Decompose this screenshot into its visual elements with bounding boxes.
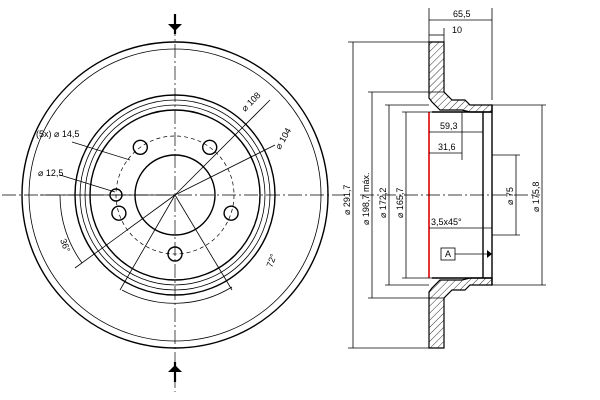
arc-72 (121, 286, 233, 304)
leader-108 (174, 99, 271, 196)
bolt-hole (111, 205, 127, 221)
leader-125 (59, 174, 116, 193)
label-pcd-104: ⌀ 104 (273, 126, 293, 151)
bolt-holes (111, 139, 239, 262)
label-d291: ⌀ 291,7 (342, 185, 352, 215)
label-d75: ⌀ 75 (505, 187, 515, 205)
section-flange-bottom (428, 277, 493, 349)
label-flange: 10 (452, 25, 462, 35)
label-d172: ⌀ 172,2 (378, 188, 388, 218)
label-chamfer: 3,5x45° (431, 217, 462, 227)
angle-line-36-b (74, 194, 176, 269)
arc-36 (59, 194, 83, 264)
label-depth-31: 31,6 (438, 142, 456, 152)
bolt-hole (167, 246, 183, 262)
label-d198: ⌀ 198,7 máx. (361, 173, 371, 225)
label-pcd-108: ⌀ 108 (239, 90, 262, 113)
label-d175: ⌀ 175,8 (531, 182, 541, 212)
label-d165: ⌀ 165,7 (395, 188, 405, 218)
angle-line-72-b (119, 194, 176, 291)
datum-triangle-icon (487, 250, 492, 258)
section-view: 65,5 10 59,3 31,6 3,5x45° A (342, 8, 546, 349)
label-small-hole: ⌀ 12,5 (38, 168, 63, 178)
section-flange-top (428, 41, 493, 113)
leader-145 (71, 141, 131, 161)
label-thickness: 65,5 (453, 9, 471, 19)
label-bolt-holes: (5x) ⌀ 14,5 (36, 129, 79, 139)
bolt-hole (223, 205, 239, 221)
bolt-hole (132, 139, 149, 156)
disc-inner-ring (28, 48, 322, 342)
label-angle-72: 72° (264, 252, 278, 269)
angle-line-72-a (174, 194, 233, 291)
front-view: (5x) ⌀ 14,5 ⌀ 12,5 36° 72° ⌀ 108 ⌀ 104 (2, 14, 345, 392)
label-datum: A (445, 249, 451, 259)
label-depth-59: 59,3 (440, 121, 458, 131)
leader-104 (174, 144, 276, 196)
disc-outer-edge (21, 41, 329, 349)
label-angle-36: 36° (58, 237, 72, 254)
bolt-hole (201, 139, 218, 156)
